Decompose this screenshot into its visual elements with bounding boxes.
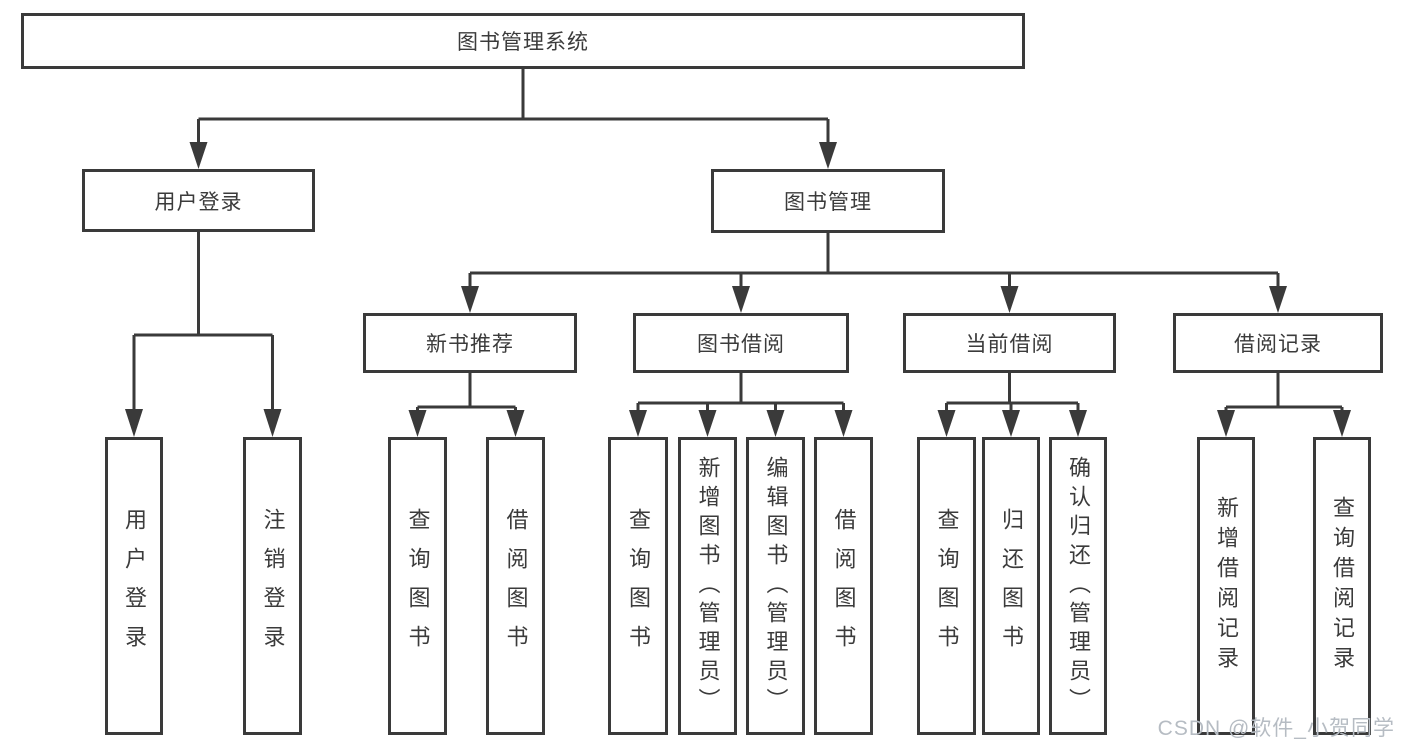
leaf-query-book-3: 查询图书 bbox=[917, 437, 976, 735]
leaf-return-book-label: 归还图书 bbox=[999, 508, 1024, 664]
node-user-login: 用户登录 bbox=[82, 169, 315, 232]
leaf-return-book: 归还图书 bbox=[982, 437, 1040, 735]
leaf-logout-label: 注销登录 bbox=[260, 508, 286, 664]
leaf-query-book-2-label: 查询图书 bbox=[626, 508, 651, 664]
leaf-query-book-1: 查询图书 bbox=[388, 437, 447, 735]
leaf-confirm-return-admin-label: 确认归还（管理员） bbox=[1066, 455, 1091, 717]
leaf-borrow-book-1-label: 借阅图书 bbox=[503, 508, 529, 664]
leaf-query-book-3-label: 查询图书 bbox=[934, 508, 960, 664]
node-book-management-label: 图书管理 bbox=[784, 191, 872, 214]
leaf-edit-book-admin: 编辑图书（管理员） bbox=[746, 437, 805, 735]
leaf-logout: 注销登录 bbox=[243, 437, 302, 735]
leaf-add-book-admin: 新增图书（管理员） bbox=[678, 437, 737, 735]
node-user-login-label: 用户登录 bbox=[154, 190, 243, 214]
leaf-add-book-admin-label: 新增图书（管理员） bbox=[695, 455, 721, 717]
leaf-query-book-2: 查询图书 bbox=[608, 437, 668, 735]
leaf-add-borrow-record-label: 新增借阅记录 bbox=[1214, 496, 1239, 676]
leaf-borrow-book-2-label: 借阅图书 bbox=[831, 508, 857, 664]
leaf-query-borrow-record-label: 查询借阅记录 bbox=[1330, 496, 1355, 676]
leaf-borrow-book-1: 借阅图书 bbox=[486, 437, 545, 735]
node-current-borrow-label: 当前借阅 bbox=[965, 333, 1054, 356]
leaf-query-borrow-record: 查询借阅记录 bbox=[1313, 437, 1371, 735]
leaf-add-borrow-record: 新增借阅记录 bbox=[1197, 437, 1255, 735]
leaf-user-login: 用户登录 bbox=[105, 437, 163, 735]
node-new-book-recommend: 新书推荐 bbox=[363, 313, 577, 373]
node-root-label: 图书管理系统 bbox=[457, 31, 589, 54]
leaf-confirm-return-admin: 确认归还（管理员） bbox=[1049, 437, 1107, 735]
node-book-borrow-label: 图书借阅 bbox=[697, 333, 785, 356]
leaf-query-book-1-label: 查询图书 bbox=[405, 508, 431, 664]
leaf-edit-book-admin-label: 编辑图书（管理员） bbox=[763, 455, 789, 717]
node-current-borrow: 当前借阅 bbox=[903, 313, 1116, 373]
leaf-user-login-label: 用户登录 bbox=[122, 508, 147, 664]
node-borrow-record: 借阅记录 bbox=[1173, 313, 1383, 373]
node-book-borrow: 图书借阅 bbox=[633, 313, 849, 373]
node-borrow-record-label: 借阅记录 bbox=[1234, 333, 1322, 356]
node-book-management: 图书管理 bbox=[711, 169, 945, 233]
csdn-watermark: CSDN @软件_小贺同学 bbox=[1157, 717, 1395, 740]
leaf-borrow-book-2: 借阅图书 bbox=[814, 437, 873, 735]
node-new-book-recommend-label: 新书推荐 bbox=[426, 333, 514, 356]
node-root: 图书管理系统 bbox=[21, 13, 1025, 69]
